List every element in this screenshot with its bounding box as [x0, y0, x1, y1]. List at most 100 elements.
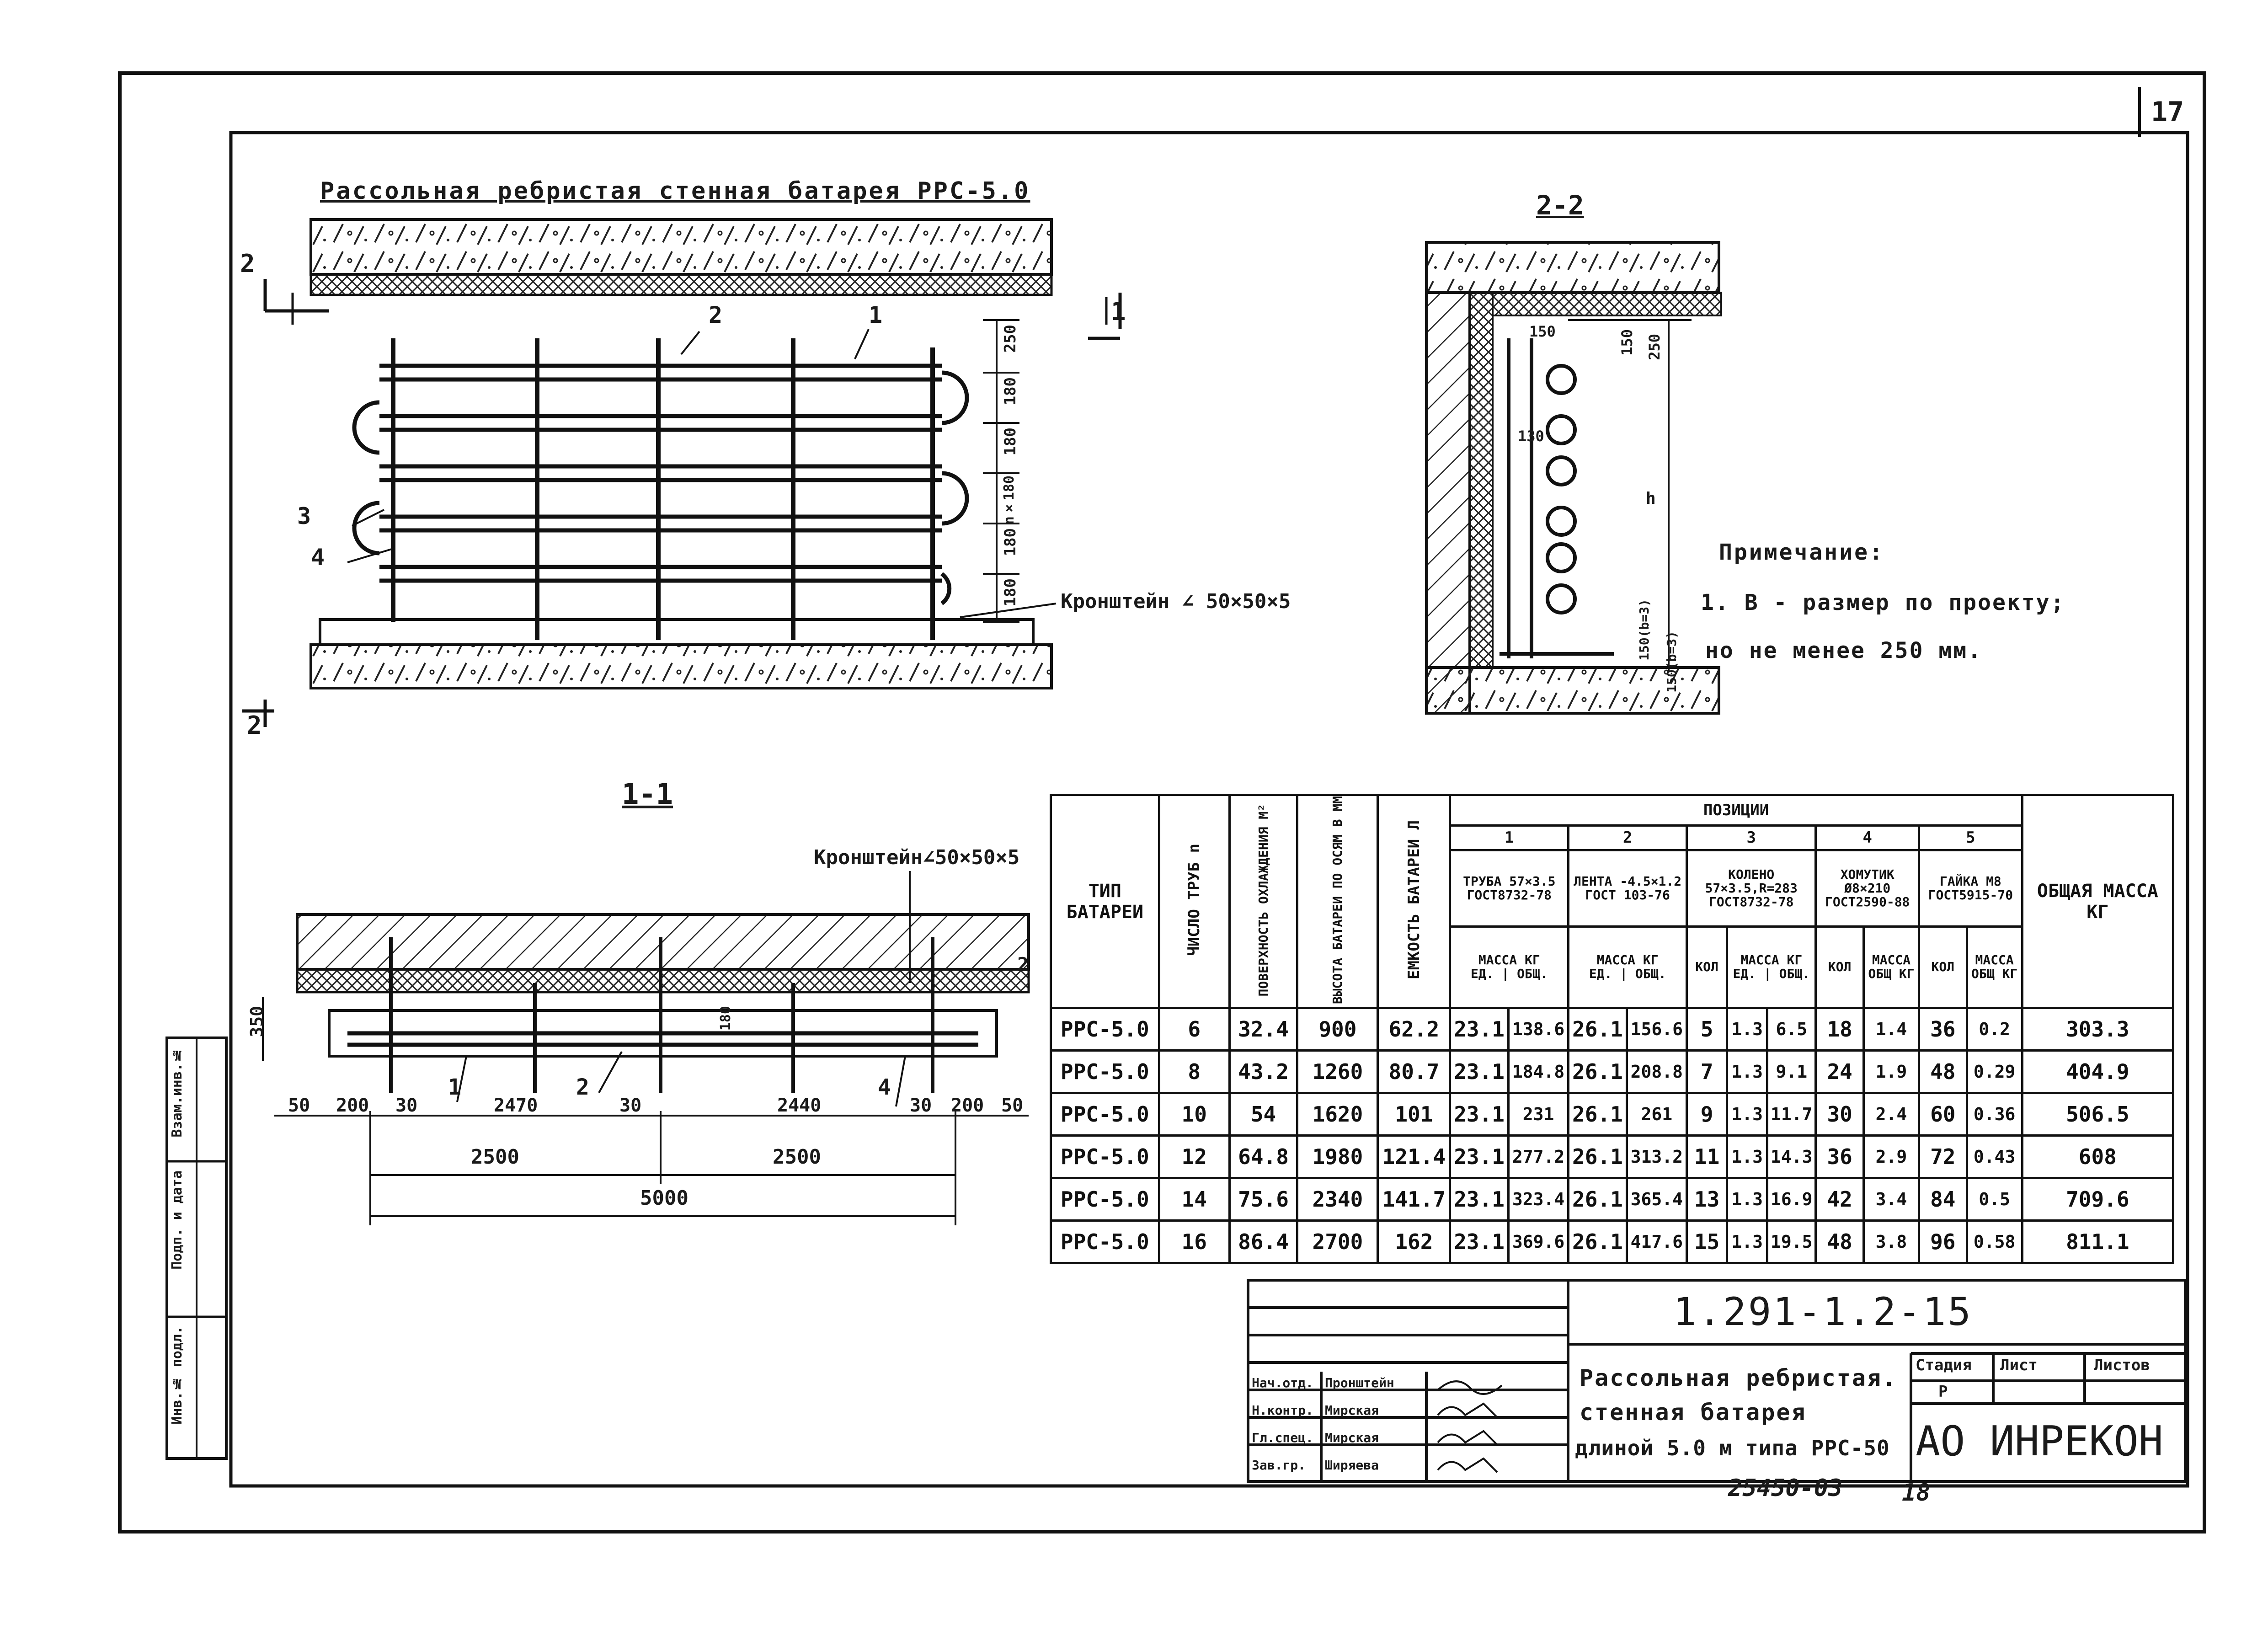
table-cell: 1980 — [1296, 1134, 1379, 1180]
table-cell: 9 — [1686, 1092, 1729, 1137]
table-cell: 86.4 — [1228, 1219, 1299, 1265]
dim-22-150-h: 150 — [1529, 323, 1556, 340]
table-cell: 2340 — [1296, 1177, 1379, 1222]
dim-row2-2500-right: 2500 — [773, 1145, 821, 1169]
table-cell: 277.2 — [1507, 1134, 1570, 1180]
table-cell: 64.8 — [1228, 1134, 1299, 1180]
table-cell: 8 — [1158, 1049, 1231, 1095]
table-cell: 26.1 — [1567, 1134, 1628, 1180]
sheet-number: 17 — [2151, 96, 2184, 128]
table-cell: 14.3 — [1766, 1134, 1817, 1180]
table-cell: 0.43 — [1965, 1134, 2023, 1180]
inner-frame — [229, 131, 2189, 1488]
table-cell: 16 — [1158, 1219, 1231, 1265]
table-cell: 15 — [1686, 1219, 1729, 1265]
stage-value: Р — [1938, 1383, 1948, 1401]
dim-row1-50-left: 50 — [288, 1095, 310, 1116]
dim-row3-5000: 5000 — [640, 1186, 688, 1210]
sheet-label: Лист — [2000, 1356, 2038, 1374]
tb-name-3: Мирская — [1325, 1430, 1379, 1445]
section-1-1-pos-4: 4 — [878, 1074, 891, 1100]
section-1-1-pos-1: 1 — [448, 1074, 461, 1100]
sub-ed-1: ЕД. — [1471, 966, 1494, 982]
tb-role-4: Зав.гр. — [1252, 1458, 1306, 1473]
dim-22-150-v: 150 — [1618, 329, 1636, 356]
section-1-1-pos-2: 2 — [576, 1074, 589, 1100]
sub-kol-5: КОЛ — [1918, 925, 1968, 1010]
table-cell: 26.1 — [1567, 1092, 1628, 1137]
table-cell: 900 — [1296, 1007, 1379, 1052]
pos-2-std: ГОСТ 103-76 — [1585, 887, 1670, 903]
bottom-number: 25450-03 — [1728, 1475, 1843, 1502]
table-cell: 1.3 — [1726, 1177, 1769, 1222]
table-cell: 3.4 — [1862, 1177, 1921, 1222]
dim-row1-50-right: 50 — [1001, 1095, 1024, 1116]
sub-ed-2: ЕД. — [1589, 966, 1612, 982]
bottom-page: 18 — [1902, 1479, 1931, 1507]
sub-ed-3: ЕД. — [1733, 966, 1756, 982]
table-cell: 156.6 — [1625, 1007, 1688, 1052]
table-cell: 141.7 — [1377, 1177, 1452, 1222]
position-label-3: 3 — [297, 503, 311, 529]
pos-4-std: ГОСТ2590-88 — [1825, 894, 1910, 910]
pos-3-name: КОЛЕНО 57×3.5,R=283 — [1705, 867, 1798, 896]
dim-row1-200-right: 200 — [951, 1095, 984, 1116]
dim-22-130: 130 — [1518, 427, 1544, 445]
table-cell: 506.5 — [2021, 1092, 2175, 1137]
dim-180-d: 180 — [1001, 578, 1019, 607]
title-line-1: Рассольная ребристая. — [1580, 1365, 1898, 1391]
tb-role-2: Н.контр. — [1252, 1403, 1313, 1418]
dim-n180: n×180 — [1001, 476, 1017, 525]
pos-1-std: ГОСТ8732-78 — [1467, 887, 1552, 903]
dim-22-250: 250 — [1646, 334, 1663, 360]
specification-table: ТИП БАТАРЕИ ЧИСЛО ТРУБ n ПОВЕРХНОСТЬ ОХЛ… — [1050, 793, 2175, 1265]
position-label-2: 2 — [709, 302, 723, 328]
table-cell: 42 — [1814, 1177, 1865, 1222]
table-cell: РРС-5.0 — [1050, 1134, 1160, 1180]
section-1-1-bracket: Кронштейн∠50×50×5 — [814, 846, 1020, 869]
pos-2-num: 2 — [1567, 824, 1688, 852]
table-cell: 32.4 — [1228, 1007, 1299, 1052]
table-cell: 1.3 — [1726, 1219, 1769, 1265]
table-cell: 72 — [1918, 1134, 1968, 1180]
outer-frame — [118, 71, 2206, 1533]
stage-label: Стадия — [1916, 1356, 1972, 1374]
pos-5-std: ГОСТ5915-70 — [1928, 887, 2013, 903]
table-cell: 101 — [1377, 1092, 1452, 1137]
table-cell: 10 — [1158, 1092, 1231, 1137]
table-cell: 1260 — [1296, 1049, 1379, 1095]
table-cell: 18 — [1814, 1007, 1865, 1052]
dim-row1-30-b: 30 — [619, 1095, 642, 1116]
pos-4-name: ХОМУТИК Ø8×210 — [1840, 867, 1894, 896]
pos-3-std: ГОСТ8732-78 — [1709, 894, 1794, 910]
table-cell: 48 — [1918, 1049, 1968, 1095]
table-cell: 26.1 — [1567, 1177, 1628, 1222]
dim-row1-2440: 2440 — [777, 1095, 822, 1116]
table-cell: 43.2 — [1228, 1049, 1299, 1095]
title-line-3: длиной 5.0 м типа РРС-50 — [1575, 1436, 1890, 1460]
table-cell: 54 — [1228, 1092, 1299, 1137]
pos-2-name: ЛЕНТА -4.5×1.2 — [1574, 874, 1682, 889]
dim-180-a: 180 — [1001, 377, 1019, 406]
table-cell: 11.7 — [1766, 1092, 1817, 1137]
dim-row1-30-a: 30 — [395, 1095, 418, 1116]
table-cell: 417.6 — [1625, 1219, 1688, 1265]
table-cell: 26.1 — [1567, 1049, 1628, 1095]
dim-row1-2470: 2470 — [494, 1095, 538, 1116]
table-cell: 184.8 — [1507, 1049, 1570, 1095]
table-cell: 1.3 — [1726, 1134, 1769, 1180]
section-1-1-marker: 2 — [1017, 953, 1029, 976]
dim-22-150b-a: 150(b=3) — [1637, 599, 1652, 661]
section-2-2 — [1425, 241, 1722, 715]
table-cell: 608 — [2021, 1134, 2175, 1180]
table-cell: 23.1 — [1449, 1134, 1510, 1180]
dim-row1-30-c: 30 — [910, 1095, 932, 1116]
cut-label-right: 1 — [1111, 297, 1126, 326]
table-cell: 13 — [1686, 1177, 1729, 1222]
pos-1-num: 1 — [1449, 824, 1570, 852]
